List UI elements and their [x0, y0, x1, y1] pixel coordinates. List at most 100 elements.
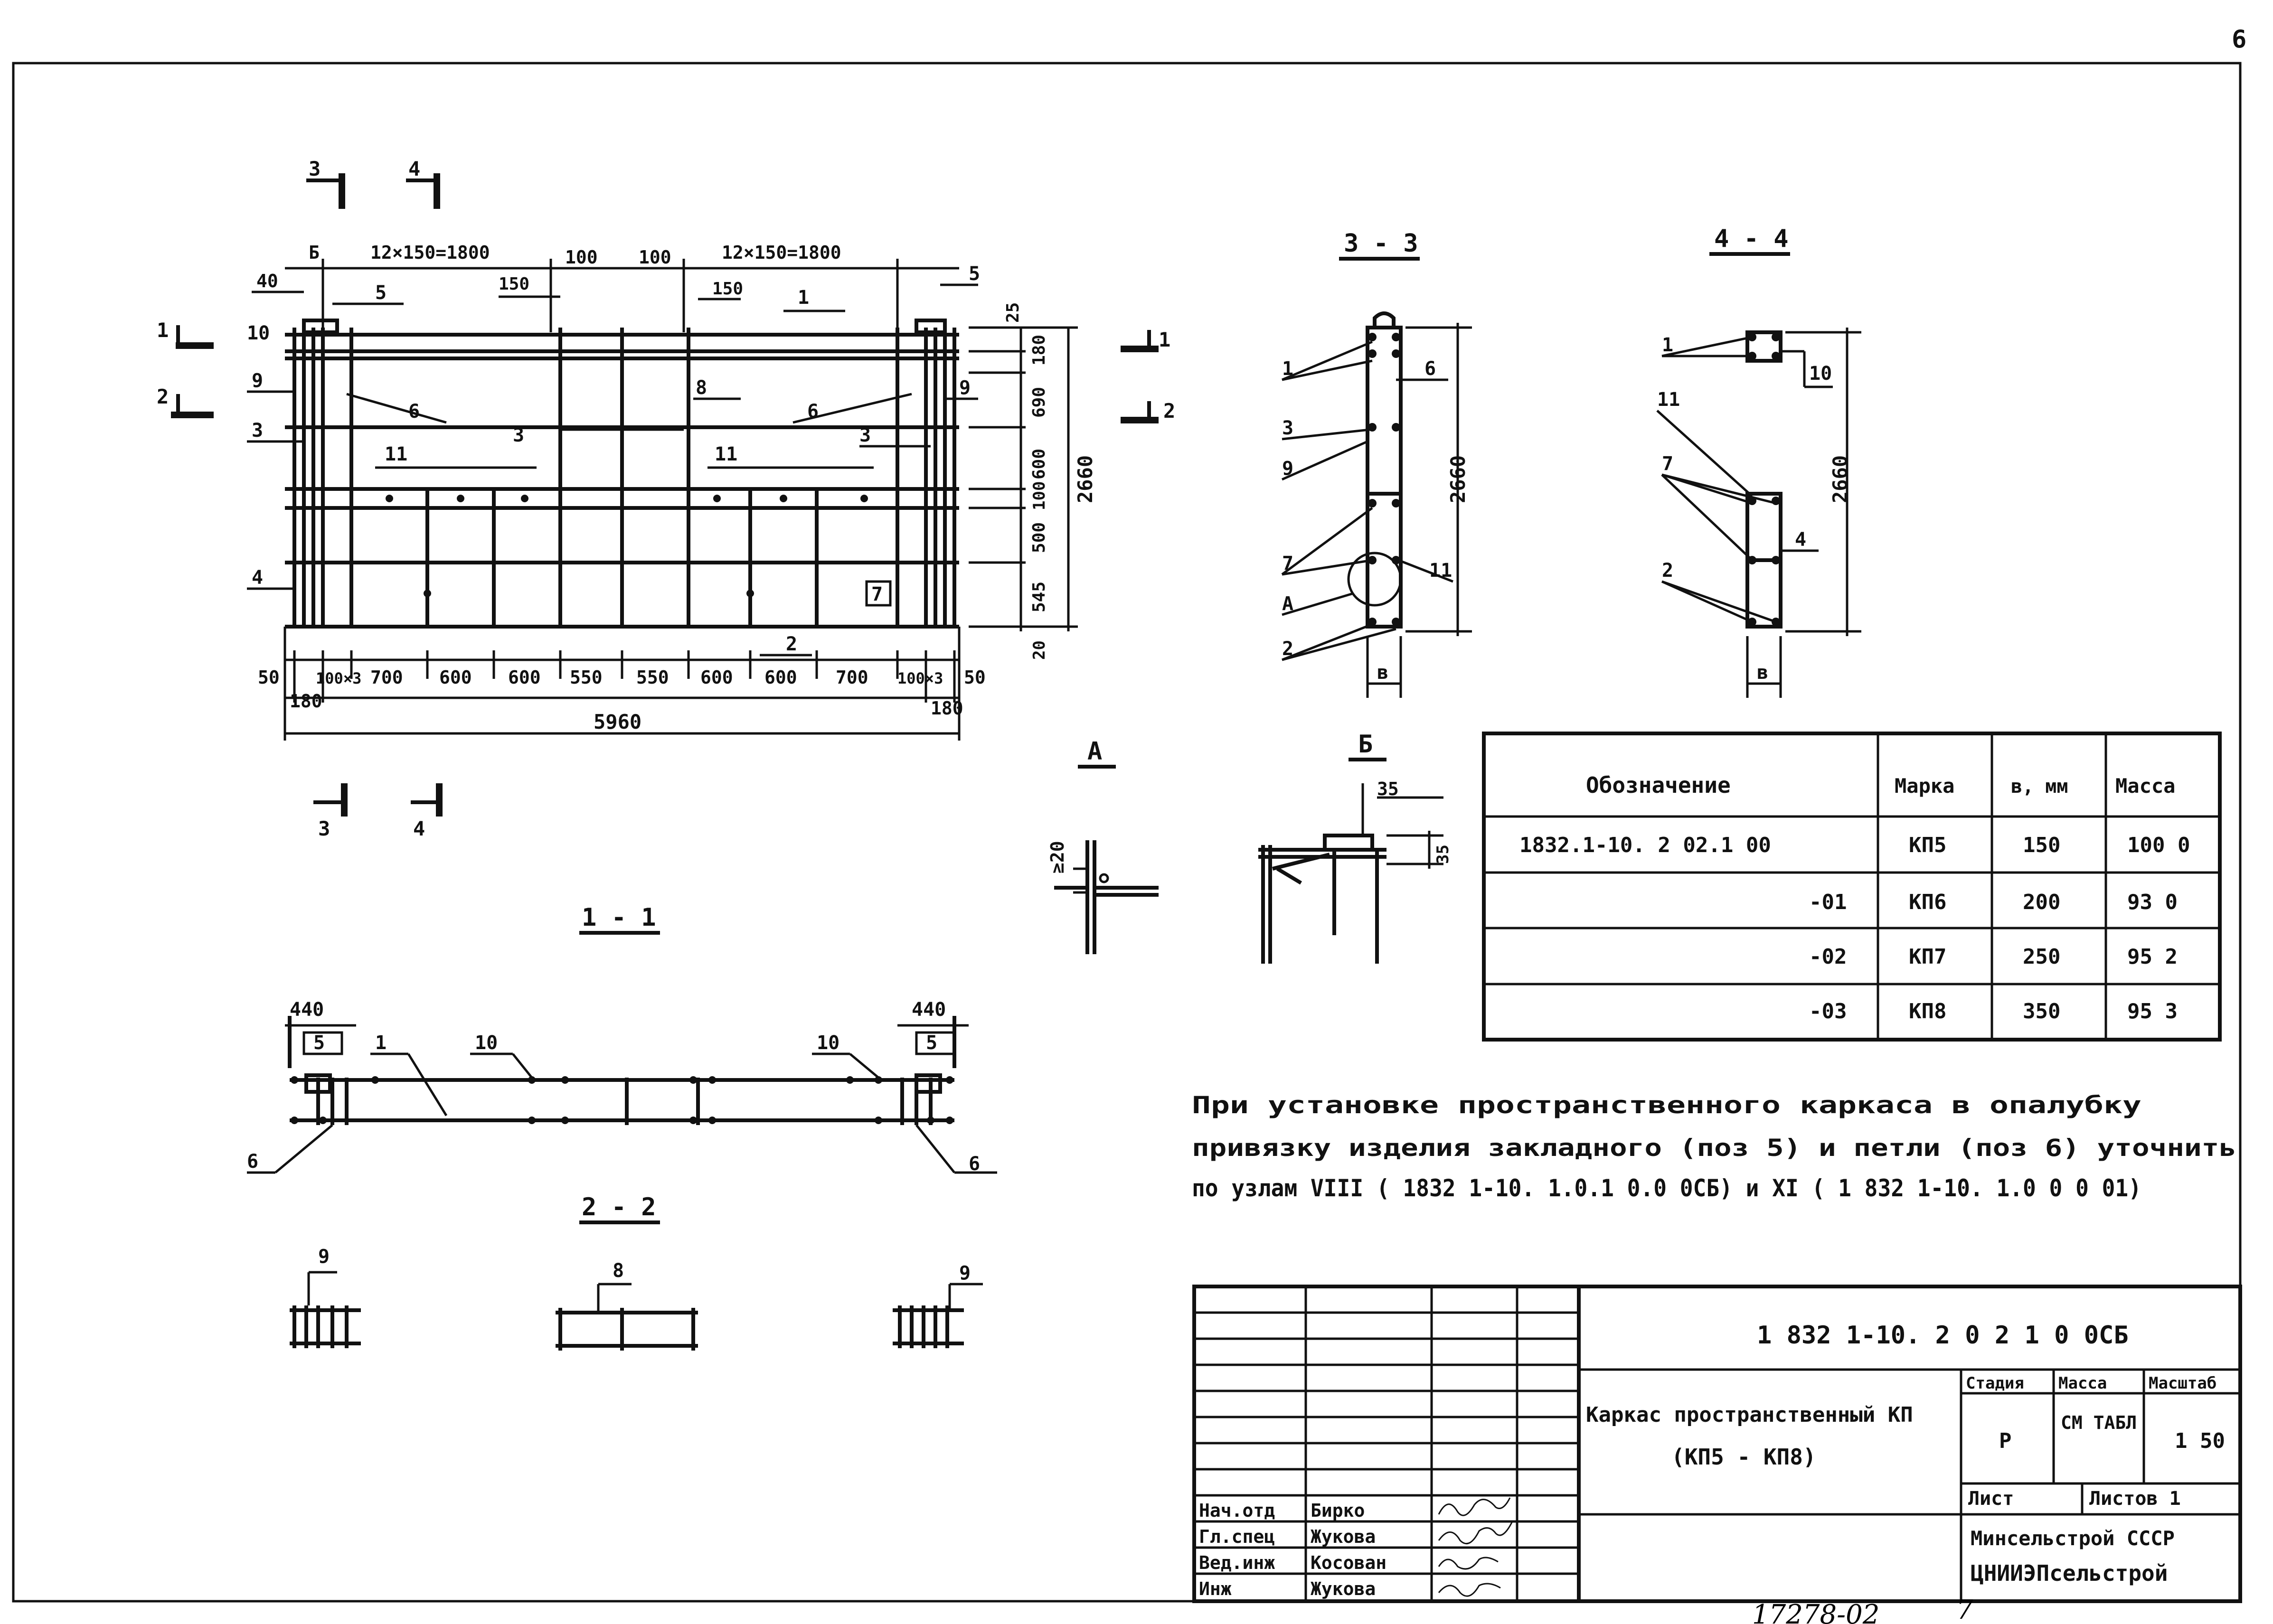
- cut-mark-2-left: 2: [157, 385, 214, 418]
- svg-text:2: 2: [1662, 560, 1673, 582]
- svg-text:Косован: Косован: [1311, 1552, 1386, 1573]
- svg-text:5: 5: [375, 282, 387, 304]
- cut-mark-1-left: 1: [157, 319, 214, 349]
- svg-text:100 0: 100 0: [2127, 833, 2190, 857]
- svg-text:550: 550: [636, 667, 669, 688]
- table-row: -03 КП8 350 95 3: [1809, 999, 2178, 1023]
- section-3-3: 3 - 3 2660 в 1 3 9 7 А 2 6: [1281, 229, 1472, 698]
- svg-text:93 0: 93 0: [2127, 890, 2178, 914]
- svg-text:-02: -02: [1809, 945, 1847, 969]
- svg-text:3: 3: [252, 420, 263, 441]
- table-row: 1832.1-10. 2 02.1 00 КП5 150 100 0: [1519, 833, 2190, 857]
- svg-text:≥20: ≥20: [1047, 841, 1068, 873]
- svg-text:4: 4: [408, 157, 420, 180]
- svg-text:Лист: Лист: [1968, 1488, 2014, 1510]
- th-mass: Масса: [2115, 774, 2175, 798]
- svg-text:КП5: КП5: [1909, 833, 1946, 857]
- svg-text:350: 350: [2023, 999, 2060, 1023]
- svg-text:11: 11: [1429, 560, 1452, 582]
- svg-text:180: 180: [290, 691, 322, 712]
- svg-text:180: 180: [1029, 335, 1049, 366]
- svg-text:9: 9: [318, 1246, 330, 1267]
- cut-mark-2-right: 2: [1121, 399, 1175, 423]
- th-designation: Обозначение: [1586, 772, 1731, 798]
- svg-text:7: 7: [1662, 453, 1673, 475]
- svg-text:100: 100: [565, 247, 598, 268]
- section-4-4: 4 - 4 2660 в 1 10 11 7 2 4: [1656, 225, 1861, 698]
- svg-text:по узлам VIII ( 1832 1-10. 1.0: по узлам VIII ( 1832 1-10. 1.0.1 0.0 0СБ…: [1192, 1174, 2141, 1202]
- cut-mark-3-top: 3: [306, 157, 345, 209]
- svg-text:600: 600: [764, 667, 797, 688]
- svg-text:привязку изделия закладного (п: привязку изделия закладного (поз 5) и пе…: [1192, 1134, 2236, 1162]
- doc-name-2: (КП5 - КП8): [1671, 1444, 1816, 1470]
- cut-mark-4-top: 4: [406, 157, 440, 209]
- svg-text:3 - 3: 3 - 3: [1344, 229, 1418, 258]
- svg-text:150: 150: [712, 279, 743, 299]
- svg-text:1: 1: [157, 319, 169, 342]
- svg-text:150: 150: [2023, 833, 2060, 857]
- section-1-1: 1 - 1 440 440 5 1 10 10 5 6: [247, 903, 997, 1175]
- svg-text:КП6: КП6: [1909, 890, 1946, 914]
- svg-text:600: 600: [508, 667, 541, 688]
- svg-text:3: 3: [309, 157, 321, 180]
- svg-text:Нач.отд: Нач.отд: [1199, 1500, 1275, 1521]
- svg-text:550: 550: [570, 667, 603, 688]
- svg-text:10: 10: [247, 322, 270, 344]
- svg-text:А: А: [1087, 737, 1102, 766]
- svg-text:Жукова: Жукова: [1311, 1578, 1376, 1599]
- th-mark: Марка: [1895, 774, 1954, 798]
- svg-text:600: 600: [700, 667, 733, 688]
- svg-text:690: 690: [1029, 387, 1049, 418]
- svg-text:440: 440: [912, 999, 946, 1021]
- svg-text:Б: Б: [309, 242, 320, 263]
- svg-text:180: 180: [931, 698, 963, 719]
- svg-text:1 - 1: 1 - 1: [582, 903, 656, 932]
- svg-text:2660: 2660: [1446, 455, 1470, 503]
- main-elevation: 3 4 1 2 1 2: [157, 157, 1175, 840]
- svg-text:3: 3: [1282, 417, 1293, 439]
- svg-text:10: 10: [1809, 363, 1832, 385]
- svg-text:2660: 2660: [1074, 455, 1097, 503]
- svg-text:11: 11: [715, 443, 737, 465]
- inventory-number: 17278-02: [1752, 1599, 1879, 1624]
- svg-text:1832.1-10. 2 02.1 00: 1832.1-10. 2 02.1 00: [1519, 833, 1771, 857]
- svg-text:150: 150: [499, 274, 529, 294]
- svg-text:-01: -01: [1809, 890, 1847, 914]
- svg-text:в: в: [1377, 662, 1388, 684]
- svg-text:4 - 4: 4 - 4: [1714, 225, 1789, 253]
- svg-text:1: 1: [375, 1032, 387, 1054]
- svg-text:1: 1: [1662, 334, 1673, 356]
- svg-text:8: 8: [696, 377, 707, 399]
- svg-text:1: 1: [1159, 328, 1170, 351]
- svg-text:2660: 2660: [1829, 455, 1852, 503]
- svg-text:10: 10: [817, 1032, 839, 1054]
- svg-text:100: 100: [1030, 481, 1049, 510]
- installation-note: При установке пространственного каркаса …: [1192, 1091, 2236, 1202]
- svg-text:10: 10: [475, 1032, 498, 1054]
- svg-text:Масса: Масса: [2058, 1374, 2107, 1393]
- svg-text:Инж: Инж: [1199, 1578, 1232, 1599]
- title-block: 1 832 1-10. 2 0 2 1 0 0СБ Каркас простра…: [1192, 1285, 2242, 1603]
- svg-text:СМ ТАБЛ: СМ ТАБЛ: [2061, 1412, 2137, 1433]
- sheet-frame: [12, 62, 2242, 1603]
- svg-text:Вед.инж: Вед.инж: [1199, 1552, 1275, 1573]
- th-width: в, мм: [2011, 776, 2068, 798]
- svg-text:1 50: 1 50: [2175, 1429, 2225, 1453]
- table-row: -02 КП7 250 95 2: [1809, 945, 2178, 969]
- svg-text:2 - 2: 2 - 2: [582, 1193, 656, 1221]
- svg-text:12×150=1800: 12×150=1800: [722, 242, 841, 263]
- svg-text:в: в: [1757, 662, 1768, 684]
- svg-text:35: 35: [1434, 845, 1452, 864]
- svg-text:600: 600: [1029, 449, 1049, 479]
- svg-text:600: 600: [439, 667, 472, 688]
- svg-text:9: 9: [252, 370, 263, 392]
- doc-code: 1 832 1-10. 2 0 2 1 0 0СБ: [1757, 1321, 2129, 1350]
- svg-text:4: 4: [413, 817, 425, 840]
- signatures: Нач.отд Бирко Гл.спец Жукова Вед.инж Кос…: [1199, 1497, 1513, 1599]
- spec-table: Обозначение Марка в, мм Масса 1832.1-10.…: [1482, 732, 2222, 1042]
- svg-text:5: 5: [313, 1032, 325, 1054]
- svg-text:700: 700: [370, 667, 403, 688]
- svg-text:5: 5: [969, 263, 980, 285]
- svg-text:3: 3: [318, 817, 330, 840]
